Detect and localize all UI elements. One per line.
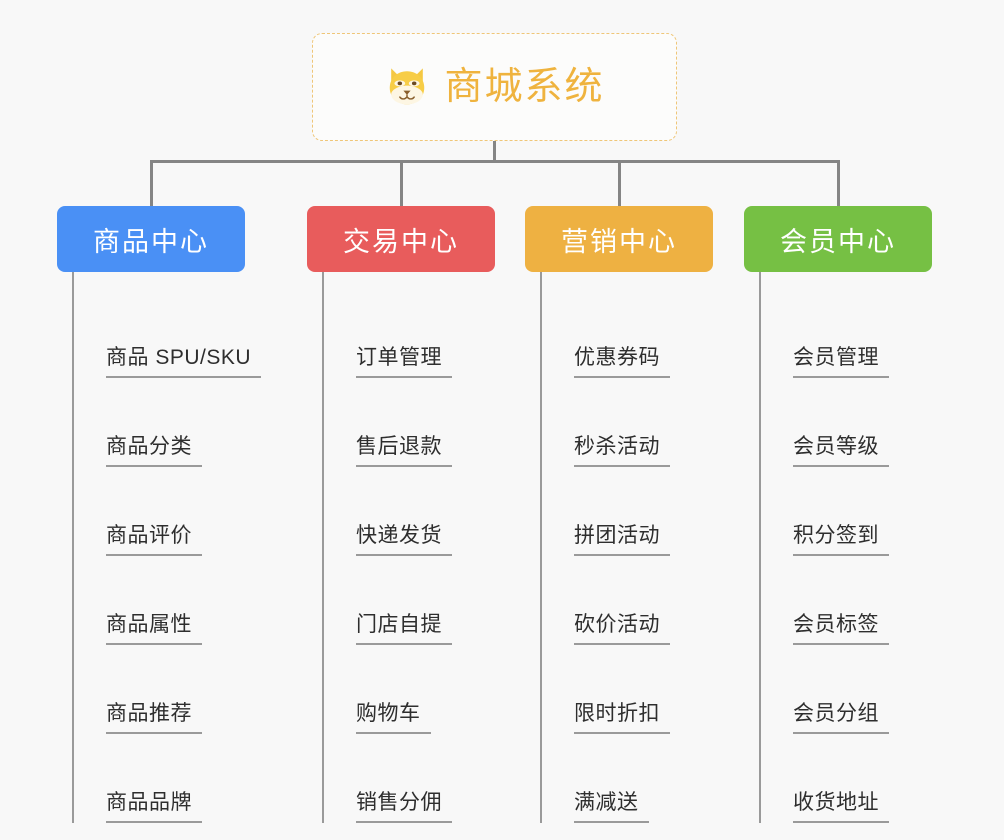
list-item[interactable]: 商品属性	[106, 556, 261, 645]
list-item[interactable]: 商品分类	[106, 378, 261, 467]
list-item[interactable]: 商品评价	[106, 467, 261, 556]
connector-drop-2	[400, 160, 403, 206]
leaf-label: 购物车	[356, 701, 431, 734]
list-item[interactable]: 拼团活动	[574, 467, 713, 556]
category-label: 会员中心	[780, 226, 896, 257]
leaf-label: 订单管理	[356, 345, 452, 378]
branch-column-marketing: 营销中心 优惠券码 秒杀活动 拼团活动 砍价活动 限时折扣 满减送	[525, 206, 713, 823]
leaf-label: 限时折扣	[574, 701, 670, 734]
branch-column-product: 商品中心 商品 SPU/SKU 商品分类 商品评价 商品属性 商品推荐 商品品牌	[57, 206, 262, 823]
list-item[interactable]: 砍价活动	[574, 556, 713, 645]
leaf-label: 快递发货	[356, 523, 452, 556]
list-item[interactable]: 购物车	[356, 645, 495, 734]
category-label: 商品中心	[93, 226, 209, 257]
leaf-label: 会员标签	[793, 612, 889, 645]
category-label: 营销中心	[561, 226, 677, 257]
leaf-list-member: 会员管理 会员等级 积分签到 会员标签 会员分组 收货地址	[759, 272, 932, 823]
leaf-label: 会员分组	[793, 701, 889, 734]
leaf-label: 收货地址	[793, 790, 889, 823]
connector-root-stem	[493, 141, 496, 162]
leaf-label: 商品评价	[106, 523, 202, 556]
leaf-label: 积分签到	[793, 523, 889, 556]
connector-drop-3	[618, 160, 621, 206]
leaf-label: 商品分类	[106, 434, 202, 467]
leaf-label: 销售分佣	[356, 790, 452, 823]
list-item[interactable]: 会员分组	[793, 645, 932, 734]
branch-column-trade: 交易中心 订单管理 售后退款 快递发货 门店自提 购物车 销售分佣	[307, 206, 495, 823]
shiba-dog-face-icon	[390, 68, 425, 105]
leaf-label: 门店自提	[356, 612, 452, 645]
leaf-label: 会员管理	[793, 345, 889, 378]
leaf-label: 商品 SPU/SKU	[106, 345, 262, 378]
leaf-label: 商品品牌	[106, 790, 202, 823]
list-item[interactable]: 门店自提	[356, 556, 495, 645]
root-node[interactable]: 商城系统	[312, 33, 677, 141]
leaf-list-trade: 订单管理 售后退款 快递发货 门店自提 购物车 销售分佣	[322, 272, 495, 823]
list-item[interactable]: 积分签到	[793, 467, 932, 556]
leaf-list-marketing: 优惠券码 秒杀活动 拼团活动 砍价活动 限时折扣 满减送	[540, 272, 713, 823]
list-item[interactable]: 售后退款	[356, 378, 495, 467]
list-item[interactable]: 秒杀活动	[574, 378, 713, 467]
list-item[interactable]: 会员管理	[793, 289, 932, 378]
connector-drop-4	[837, 160, 840, 206]
leaf-label: 秒杀活动	[574, 434, 670, 467]
leaf-label: 满减送	[574, 790, 649, 823]
list-item[interactable]: 会员等级	[793, 378, 932, 467]
leaf-label: 拼团活动	[574, 523, 670, 556]
leaf-label: 商品属性	[106, 612, 202, 645]
list-item[interactable]: 优惠券码	[574, 289, 713, 378]
leaf-label: 商品推荐	[106, 701, 202, 734]
leaf-label: 优惠券码	[574, 345, 670, 378]
category-node-trade[interactable]: 交易中心	[307, 206, 495, 272]
leaf-label: 会员等级	[793, 434, 889, 467]
list-item[interactable]: 会员标签	[793, 556, 932, 645]
list-item[interactable]: 商品推荐	[106, 645, 261, 734]
leaf-label: 砍价活动	[574, 612, 670, 645]
list-item[interactable]: 收货地址	[793, 734, 932, 823]
category-node-product[interactable]: 商品中心	[57, 206, 245, 272]
leaf-list-product: 商品 SPU/SKU 商品分类 商品评价 商品属性 商品推荐 商品品牌	[72, 272, 262, 823]
connector-drop-1	[150, 160, 153, 206]
leaf-label: 售后退款	[356, 434, 452, 467]
list-item[interactable]: 商品 SPU/SKU	[106, 289, 262, 378]
branch-column-member: 会员中心 会员管理 会员等级 积分签到 会员标签 会员分组 收货地址	[744, 206, 932, 823]
list-item[interactable]: 销售分佣	[356, 734, 495, 823]
connector-horizontal-bus	[150, 160, 840, 163]
list-item[interactable]: 订单管理	[356, 289, 495, 378]
category-node-marketing[interactable]: 营销中心	[525, 206, 713, 272]
list-item[interactable]: 限时折扣	[574, 645, 713, 734]
list-item[interactable]: 商品品牌	[106, 734, 261, 823]
category-label: 交易中心	[343, 226, 459, 257]
root-title: 商城系统	[444, 66, 605, 108]
list-item[interactable]: 快递发货	[356, 467, 495, 556]
category-node-member[interactable]: 会员中心	[744, 206, 932, 272]
list-item[interactable]: 满减送	[574, 734, 713, 823]
